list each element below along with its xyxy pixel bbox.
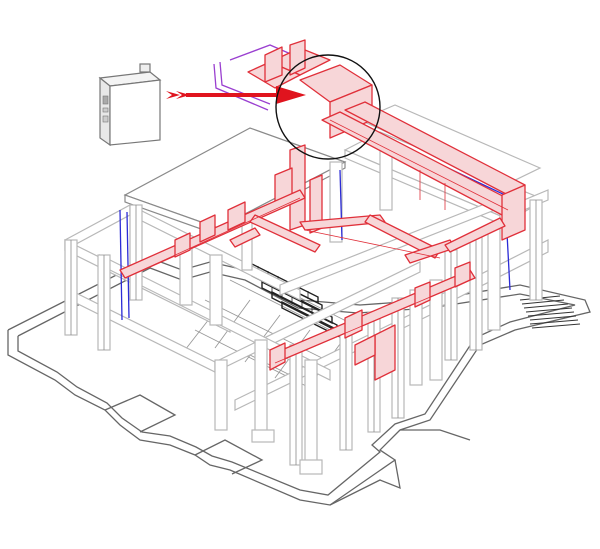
duct-edges xyxy=(124,119,509,364)
ductwork-network xyxy=(119,39,526,381)
column-edges xyxy=(70,200,537,465)
wall-mounted-unit-icon xyxy=(98,63,162,147)
stair-hatching xyxy=(519,295,581,329)
circle-highlight-icon xyxy=(275,54,381,160)
arrow-right-icon xyxy=(166,86,306,104)
